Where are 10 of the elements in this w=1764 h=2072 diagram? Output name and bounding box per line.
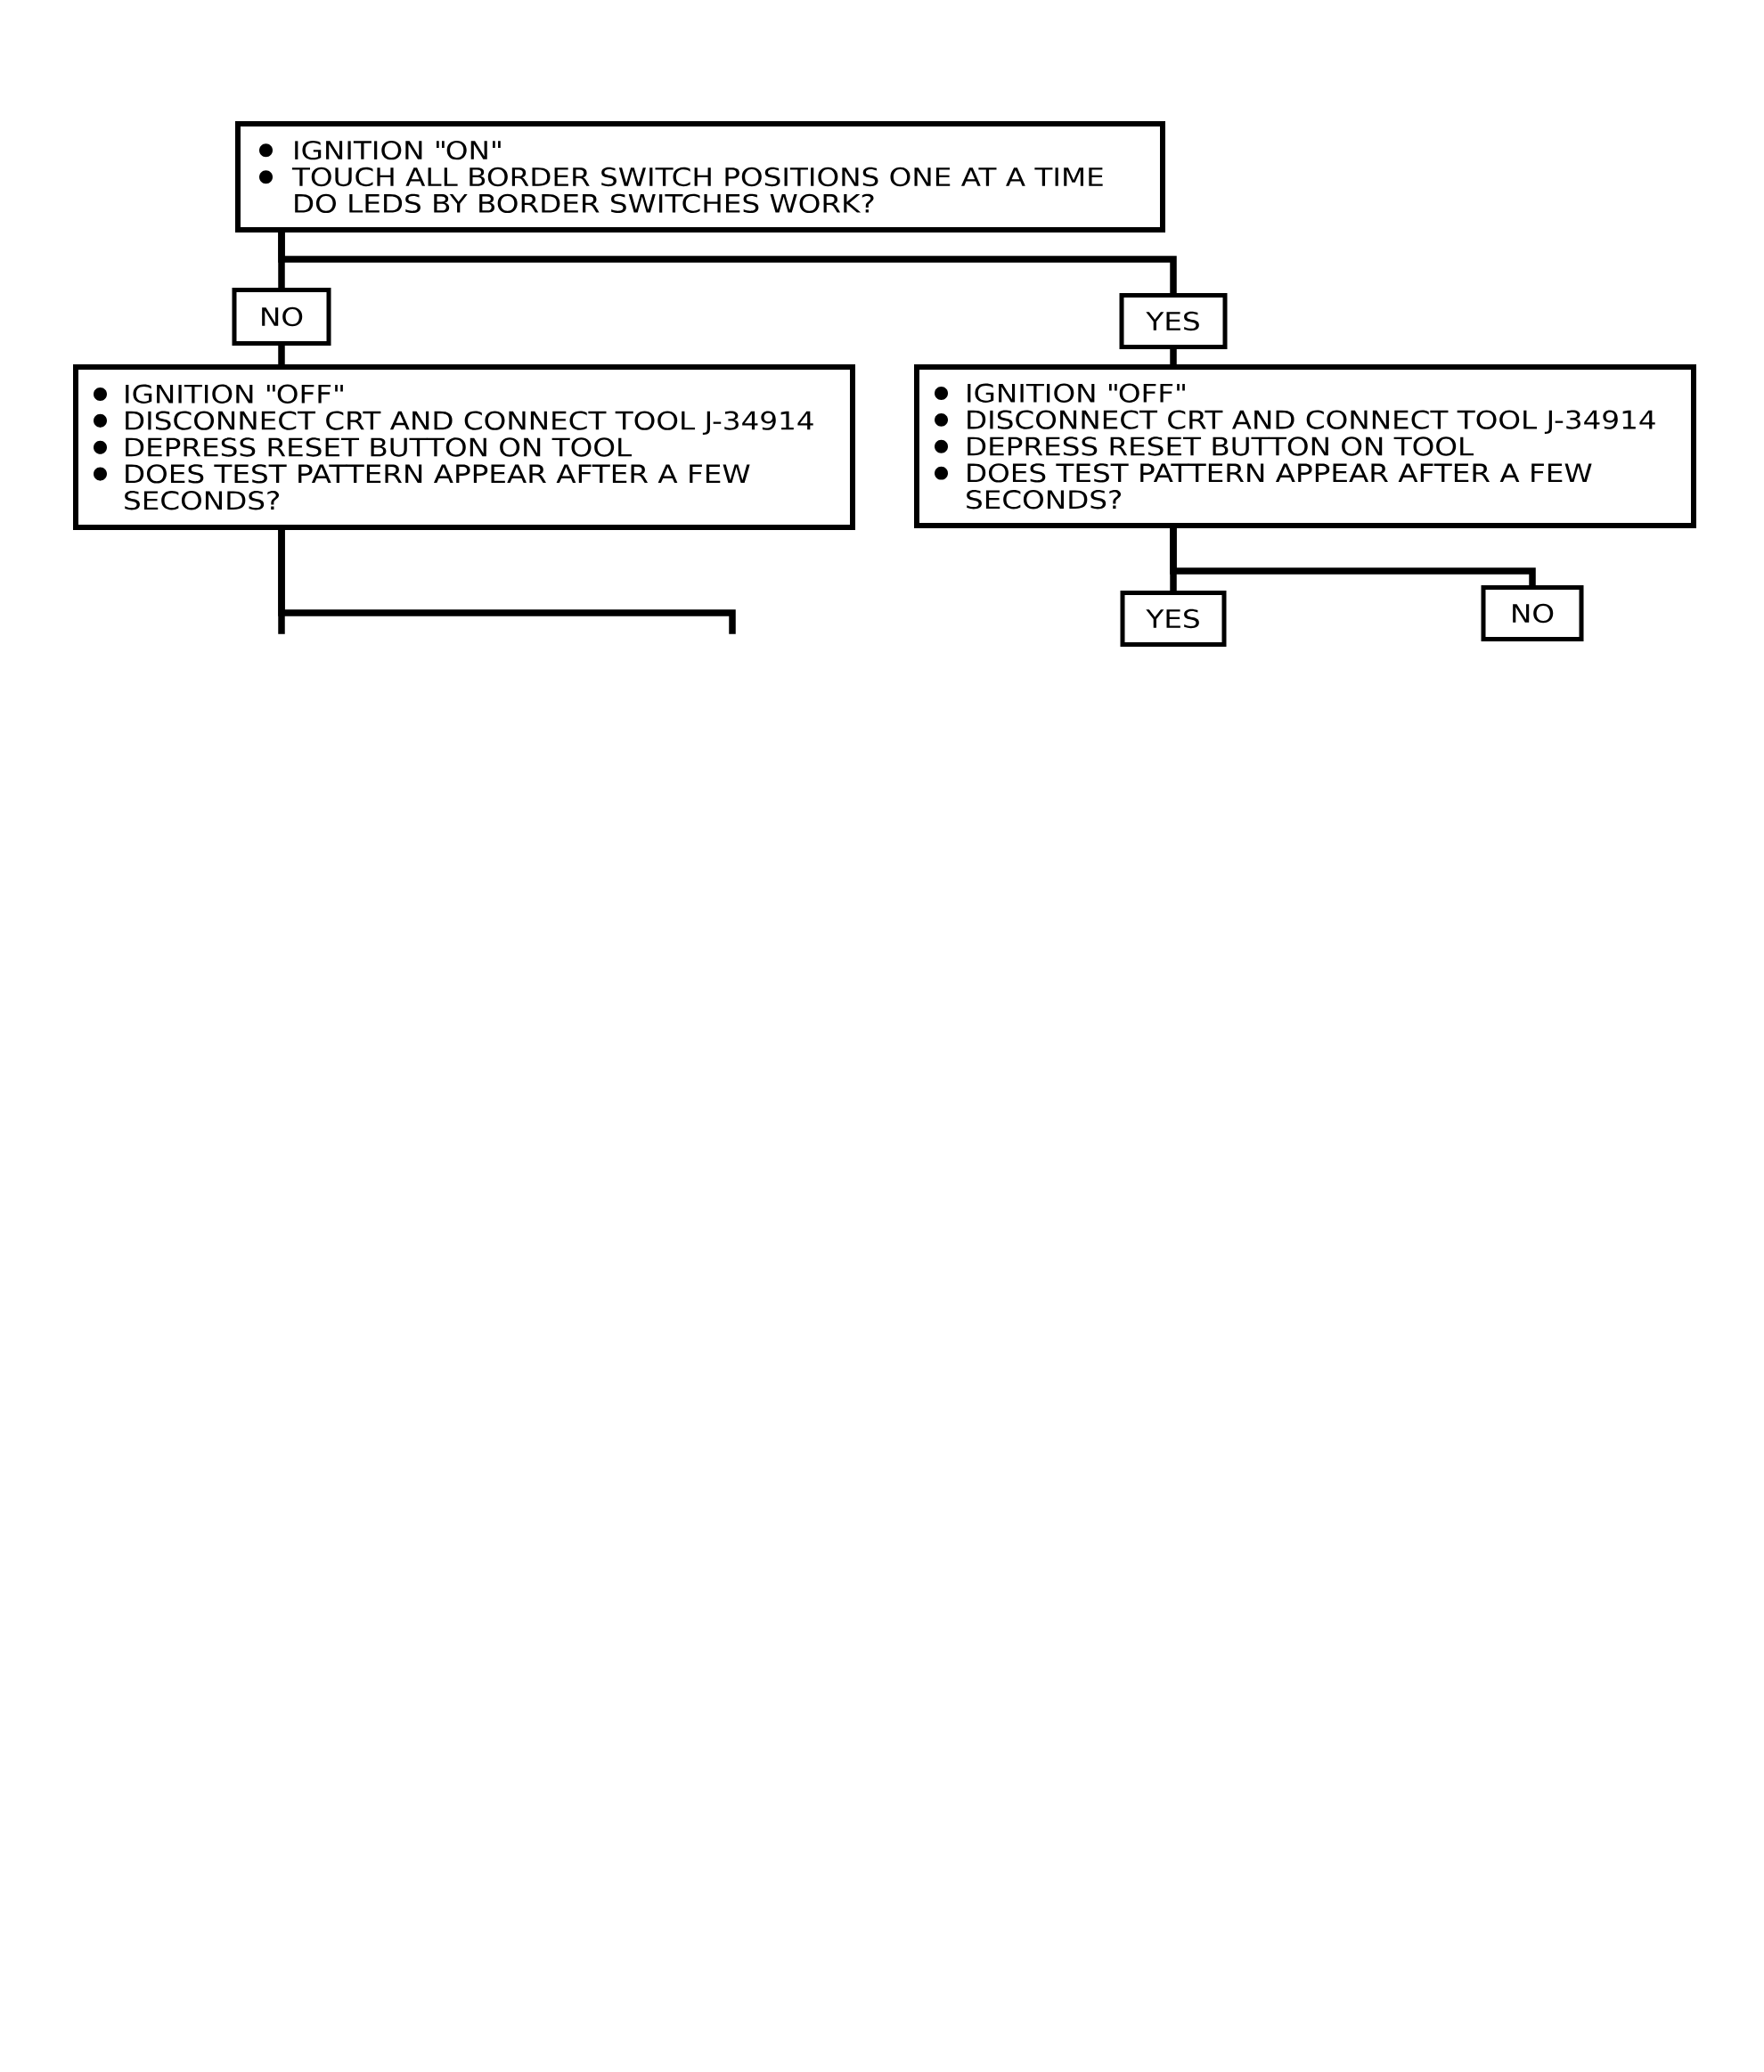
instruction-box: IGNITION "ON" TOUCH ALL BORDER SWITCH POSITIONS ONE AT A TIME DO LEDS BY BORDER SWITCHES WORK? — [235, 121, 1165, 232]
instruction-box: IGNITION "OFF" DISCONNECT CRT AND CONNECT TOOL J-34914 DEPRESS RESET BUTTON ON TOOL DOES TEST PATTERN APPEAR AFTER A FEW SECONDS? — [914, 364, 1696, 528]
connector-line — [278, 342, 285, 368]
connector-line — [1170, 346, 1177, 368]
connector-line — [278, 526, 736, 634]
instruction-box: IGNITION "OFF" DISCONNECT CRT AND CONNECT TOOL J-34914 DEPRESS RESET BUTTON ON TOOL DOES TEST PATTERN APPEAR AFTER A FEW SECONDS? — [73, 364, 855, 530]
answer-tag: NO — [232, 288, 331, 346]
answer-tag: NO — [1481, 585, 1584, 641]
answer-tag: YES — [1120, 591, 1227, 647]
answer-tag: YES — [1119, 293, 1228, 349]
